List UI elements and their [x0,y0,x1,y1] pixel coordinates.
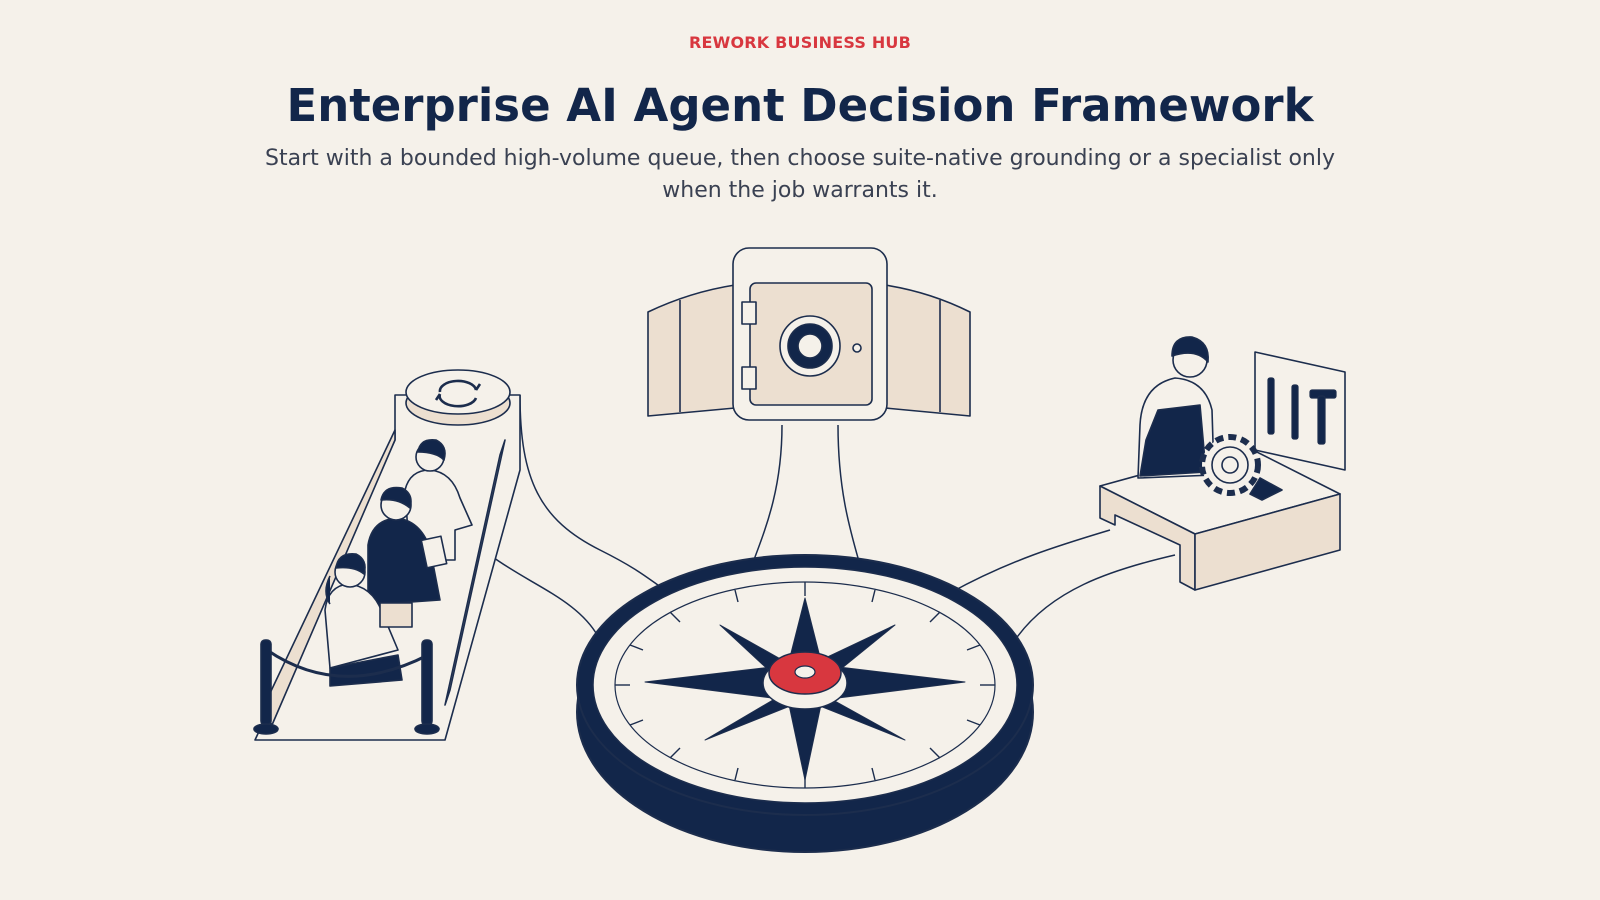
vault-right-wall [884,284,971,417]
queue-front-wall [444,439,506,706]
compass-icon [576,554,1034,853]
connector-specialist-top [949,529,1111,594]
package-icon [379,602,413,628]
stanchion-right [421,639,433,726]
compass-pin [794,665,816,679]
clipboard-icon [420,535,448,569]
brand-label: REWORK BUSINESS HUB [688,33,912,52]
connector-queue-bottom [489,554,601,641]
workbench-side [1194,493,1341,591]
connector-specialist-bottom [1014,554,1176,641]
queue-person-back-hair [417,438,446,461]
mechanic-overalls [1139,404,1207,477]
page-title: Enterprise AI Agent Decision Framework [286,79,1314,132]
tools-icon [1267,377,1337,445]
page-subtitle: Start with a bounded high-volume queue, … [265,146,1335,203]
queue-person-middle-hair [380,486,412,509]
connector-queue-top [519,394,666,591]
people-queue-icon [253,369,521,741]
vault-left-wall [647,284,736,417]
vault-handle [852,343,862,353]
queue-person-front-skirt [329,654,403,687]
connector-vault-left [751,424,783,566]
refresh-icon [434,379,482,408]
connector-lines [489,394,1176,641]
mechanic-hair [1171,336,1209,363]
queue-rope [266,648,429,678]
safe-vault-icon [647,247,971,421]
queue-sign-top [405,369,511,415]
queue-person-front-hair [325,552,366,605]
stanchion-left [260,639,272,726]
connector-vault-right [837,424,861,566]
mechanic-workbench-icon [1099,336,1346,591]
